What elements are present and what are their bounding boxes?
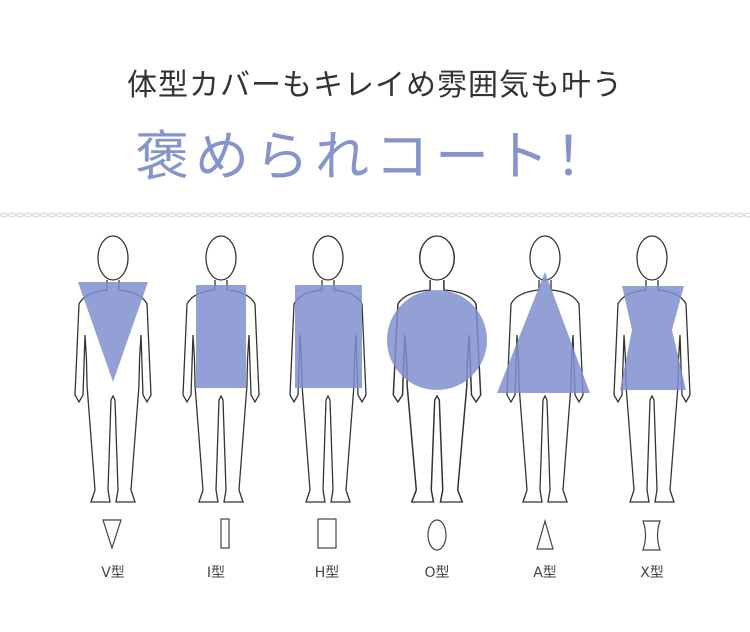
wave-divider bbox=[0, 208, 750, 218]
label-x: X型 bbox=[640, 565, 664, 581]
a-shape-icon bbox=[536, 518, 554, 550]
a-shape-overlay bbox=[497, 272, 590, 393]
subtitle: 体型カバーもキレイめ雰囲気も叶う bbox=[127, 68, 623, 103]
h-shape-icon bbox=[317, 518, 337, 549]
o-shape-icon bbox=[427, 519, 447, 551]
i-shape-overlay bbox=[196, 285, 246, 388]
main-title: 褒められコート！ bbox=[135, 125, 615, 188]
x-shape-overlay bbox=[620, 286, 686, 390]
i-shape-icon bbox=[220, 518, 230, 549]
label-v: V型 bbox=[101, 565, 125, 581]
v-shape-overlay bbox=[78, 282, 148, 382]
label-h: H型 bbox=[314, 565, 340, 581]
label-a: A型 bbox=[533, 565, 557, 581]
label-i: I型 bbox=[206, 565, 226, 581]
v-shape-icon bbox=[102, 519, 122, 550]
h-shape-overlay bbox=[295, 285, 362, 388]
label-o: O型 bbox=[424, 565, 450, 581]
x-shape-icon bbox=[642, 520, 661, 551]
o-shape-overlay bbox=[387, 290, 487, 390]
